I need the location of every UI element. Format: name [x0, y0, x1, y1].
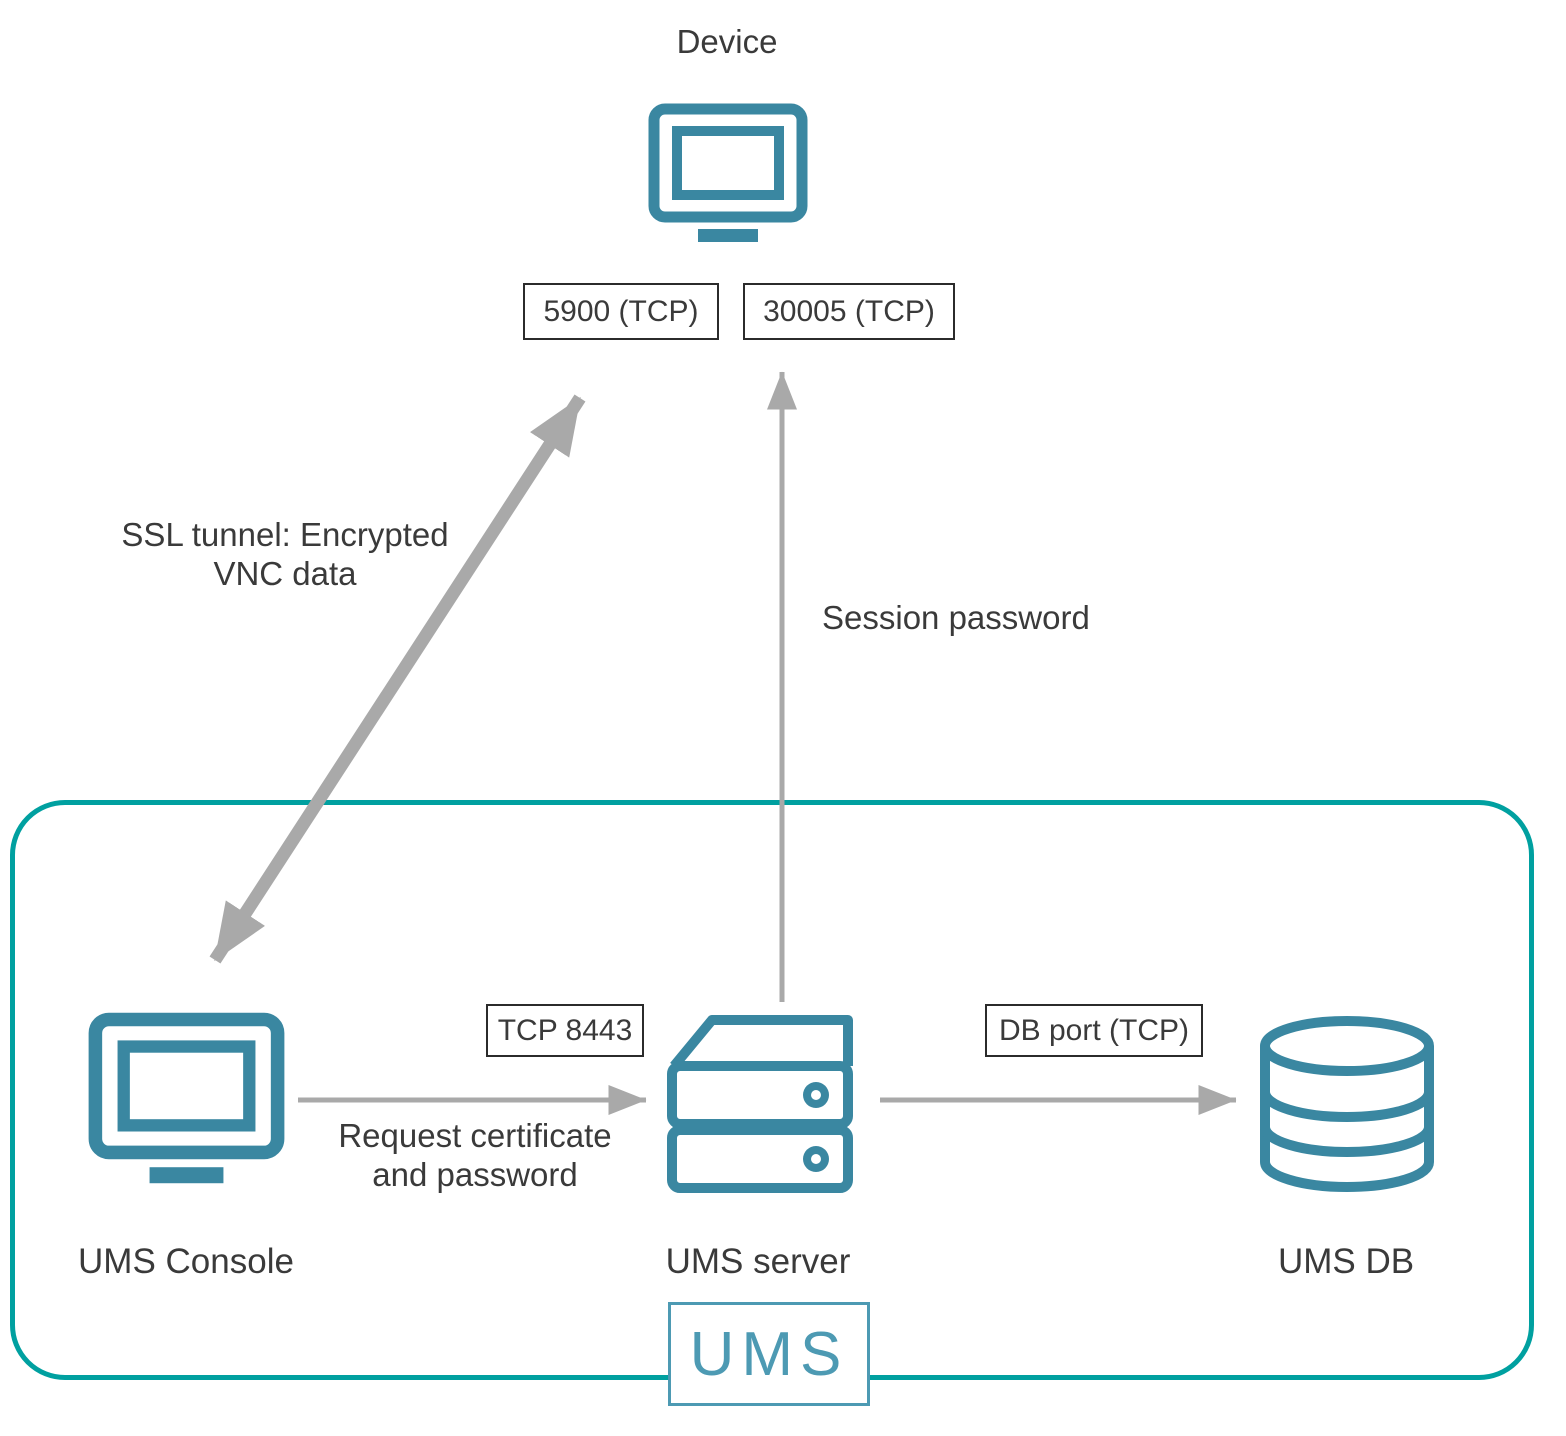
request-certificate-label: Request certificate and password — [338, 1117, 612, 1193]
ums-db-label: UMS DB — [1277, 1242, 1415, 1281]
port-box-db-port: DB port (TCP) — [985, 1004, 1203, 1057]
ums-db-icon — [1252, 1014, 1442, 1194]
device-monitor-icon — [648, 103, 808, 245]
ums-console-monitor-icon — [88, 1012, 285, 1187]
device-label: Device — [676, 23, 778, 60]
port-box-30005: 30005 (TCP) — [743, 283, 955, 340]
ums-server-label: UMS server — [665, 1242, 851, 1281]
ums-console-label: UMS Console — [78, 1242, 294, 1281]
ssl-tunnel-label: SSL tunnel: Encrypted VNC data — [121, 516, 449, 592]
port-box-5900: 5900 (TCP) — [523, 283, 719, 340]
session-password-label: Session password — [822, 599, 1090, 636]
port-box-tcp-8443: TCP 8443 — [486, 1004, 644, 1057]
ums-logo: UMS — [668, 1302, 870, 1406]
ums-server-icon — [660, 1008, 856, 1196]
